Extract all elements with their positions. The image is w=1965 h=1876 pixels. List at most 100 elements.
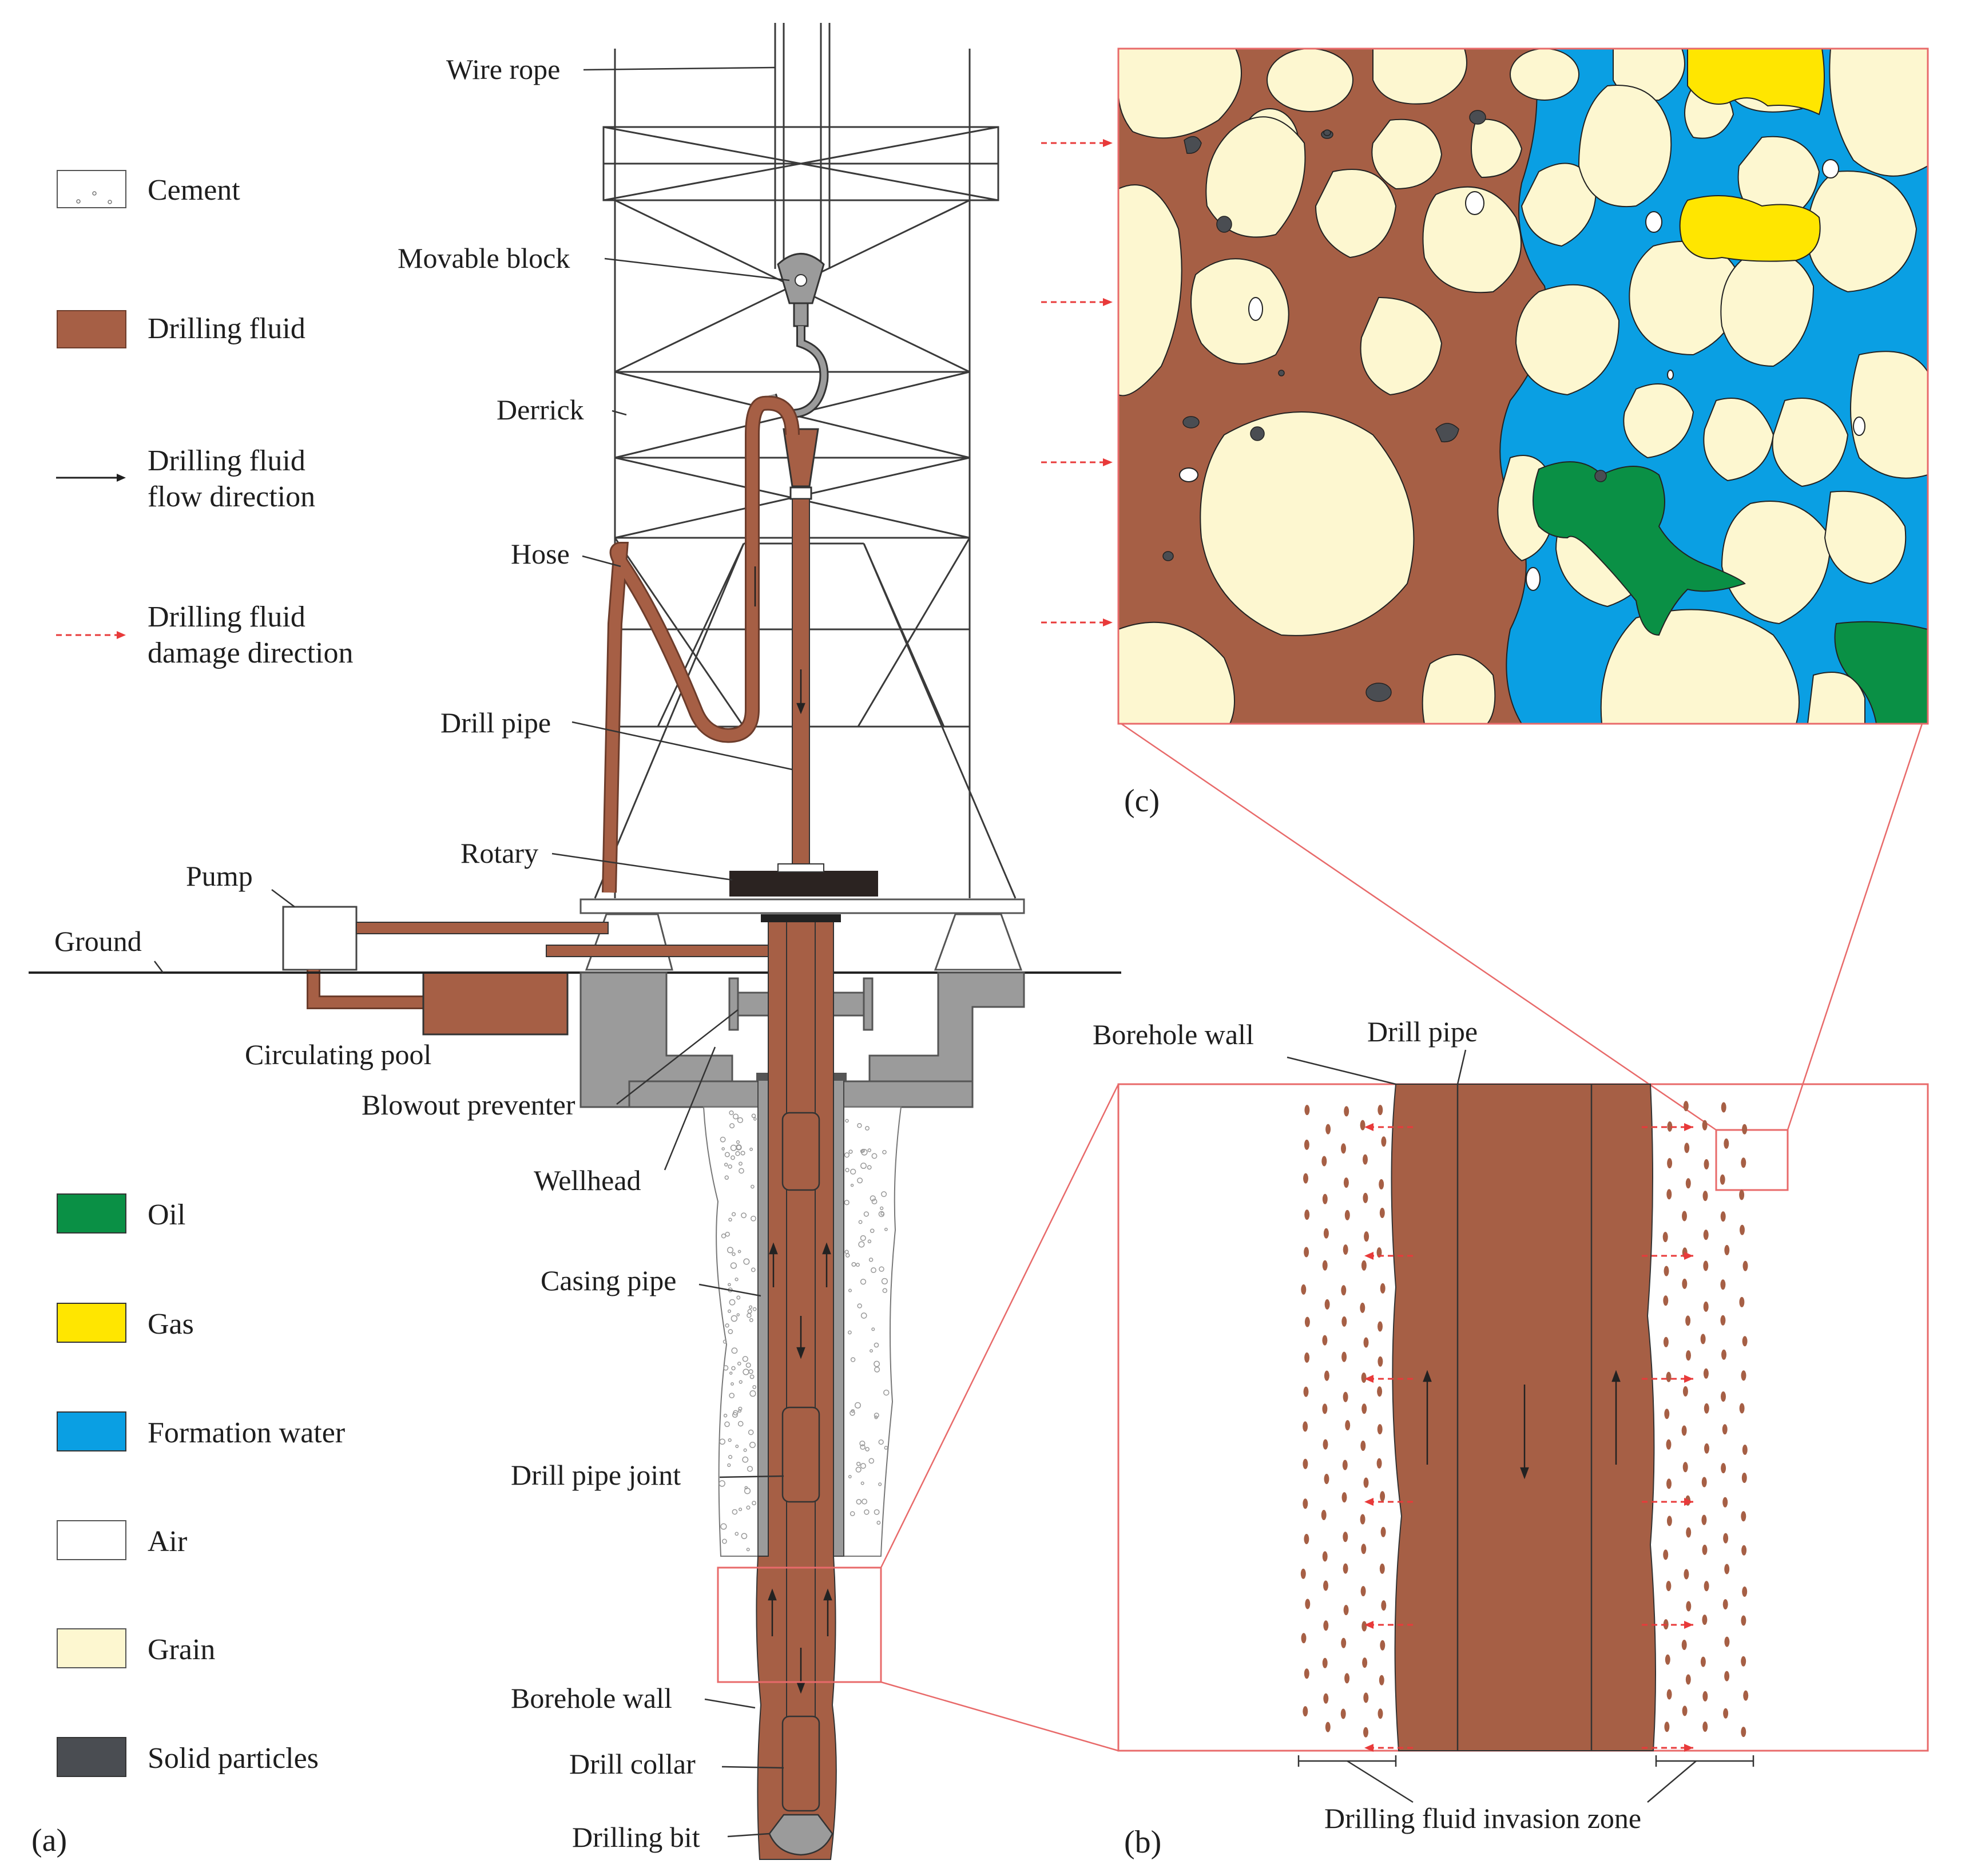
cement-speckle	[865, 1447, 870, 1451]
label-circulating-pool: Circulating pool	[245, 1038, 431, 1070]
label-wellhead: Wellhead	[534, 1164, 641, 1196]
invasion-droplet	[1742, 1587, 1748, 1597]
cement-speckle	[751, 1113, 756, 1119]
damage-arrow-head	[1364, 1123, 1373, 1131]
invasion-droplet	[1742, 1336, 1748, 1347]
cement-speckle	[729, 1123, 735, 1129]
label-b-invasion-zone: Drilling fluid invasion zone	[1324, 1802, 1641, 1834]
drill-pipe-joint	[781, 1406, 820, 1503]
invasion-droplet	[1364, 1231, 1369, 1242]
cement-speckle	[844, 1250, 849, 1254]
cement-speckle	[851, 1262, 856, 1267]
invasion-droplet	[1664, 1409, 1670, 1419]
panel-b-damage-arrows	[1364, 1123, 1693, 1752]
cement-speckle	[723, 1365, 729, 1371]
invasion-droplet	[1682, 1706, 1688, 1716]
cement-speckle	[844, 1200, 849, 1205]
cement-speckle	[858, 1220, 863, 1224]
cement-speckle	[867, 1239, 872, 1244]
oil-pockets	[1533, 461, 1928, 724]
invasion-droplet	[1363, 1337, 1369, 1348]
cement-speckle	[880, 1206, 884, 1211]
cement-speckle	[864, 1509, 870, 1515]
invasion-droplet	[1378, 1708, 1383, 1719]
cement-speckle	[725, 1323, 729, 1328]
invasion-droplet	[1663, 1336, 1669, 1347]
pump	[282, 906, 358, 971]
solid-particles	[1162, 110, 1607, 702]
invasion-droplet	[1344, 1673, 1350, 1684]
cement-speckle	[739, 1168, 744, 1174]
legend-item-drilling-fluid: Drilling fluid	[57, 310, 305, 348]
legend-item-gas: Gas	[57, 1303, 194, 1343]
cement-speckle	[749, 1318, 753, 1322]
invasion-droplet	[1304, 1247, 1309, 1258]
invasion-droplet	[1722, 1599, 1728, 1610]
invasion-droplet	[1301, 1284, 1307, 1295]
cement-speckle	[727, 1309, 732, 1313]
legend-item-cement: Cement	[57, 170, 240, 208]
invasion-droplet	[1361, 1403, 1367, 1414]
invasion-droplet	[1682, 1211, 1687, 1221]
cement-speckle	[848, 1288, 852, 1292]
cement-speckle	[868, 1258, 874, 1262]
invasion-droplet	[1666, 1581, 1672, 1592]
label-casing-pipe: Casing pipe	[541, 1264, 676, 1296]
invasion-droplet	[1322, 1193, 1328, 1204]
legend-item-damage-direction: Drilling fluid damage direction	[56, 601, 354, 669]
cement-speckle	[752, 1385, 757, 1389]
cement-speckle	[863, 1211, 870, 1217]
invasion-droplet	[1378, 1105, 1383, 1116]
invasion-droplet	[1301, 1633, 1307, 1644]
invasion-droplet	[1303, 1386, 1309, 1397]
invasion-droplet	[1303, 1498, 1308, 1509]
legend-swatch-oil	[57, 1193, 126, 1234]
invasion-droplet	[1703, 1260, 1709, 1271]
cement-speckle	[870, 1349, 873, 1353]
cement-speckle	[736, 1140, 740, 1144]
cement-speckle	[882, 1149, 887, 1155]
cement-speckle	[867, 1148, 872, 1152]
invasion-droplet	[1720, 1174, 1725, 1185]
invasion-droplet	[1343, 1391, 1348, 1402]
invasion-droplet	[1344, 1106, 1349, 1117]
panel-c-pore-scale: (c)	[1041, 47, 1929, 819]
damage-arrow-head	[1364, 1252, 1373, 1260]
cement-speckle	[749, 1374, 755, 1379]
invasion-droplet	[1722, 1424, 1728, 1435]
air-bubbles	[1179, 159, 1865, 591]
cement-speckle	[740, 1151, 745, 1156]
cement-speckle	[856, 1263, 860, 1267]
invasion-droplet	[1304, 1352, 1310, 1363]
invasion-droplet	[1363, 1727, 1368, 1738]
invasion-droplet	[1664, 1266, 1669, 1276]
cement-speckle	[736, 1144, 742, 1150]
legend-swatch-formation-water	[57, 1411, 126, 1451]
invasion-droplet	[1682, 1278, 1688, 1289]
damage-arrow-head	[1684, 1375, 1693, 1383]
legend-item-flow-direction: Drilling fluid flow direction	[56, 445, 315, 513]
cement-speckle	[884, 1227, 888, 1231]
damage-arrow-head	[1684, 1498, 1693, 1506]
invasion-droplet	[1325, 1722, 1331, 1732]
legend-label-grain: Grain	[148, 1633, 215, 1666]
invasion-droplet	[1743, 1690, 1749, 1701]
cement-speckle	[745, 1362, 751, 1368]
invasion-droplet	[1702, 1615, 1708, 1625]
invasion-droplet	[1363, 1192, 1368, 1203]
invasion-droplet	[1321, 1510, 1327, 1520]
cement-speckle	[724, 1152, 730, 1157]
legend-swatch-air	[57, 1520, 126, 1560]
invasion-droplet	[1741, 1370, 1746, 1381]
cement-speckle	[728, 1217, 732, 1222]
invasion-droplet	[1721, 1102, 1726, 1113]
invasion-droplet	[1381, 1136, 1387, 1147]
cement-speckle	[871, 1327, 875, 1331]
invasion-droplet	[1322, 1335, 1328, 1346]
invasion-droplet	[1702, 1691, 1708, 1702]
cement-speckle	[856, 1461, 861, 1466]
invasion-droplet	[1704, 1403, 1709, 1414]
cement-speckle	[741, 1533, 748, 1540]
invasion-droplet	[1702, 1120, 1708, 1131]
cement-speckle	[728, 1329, 733, 1334]
